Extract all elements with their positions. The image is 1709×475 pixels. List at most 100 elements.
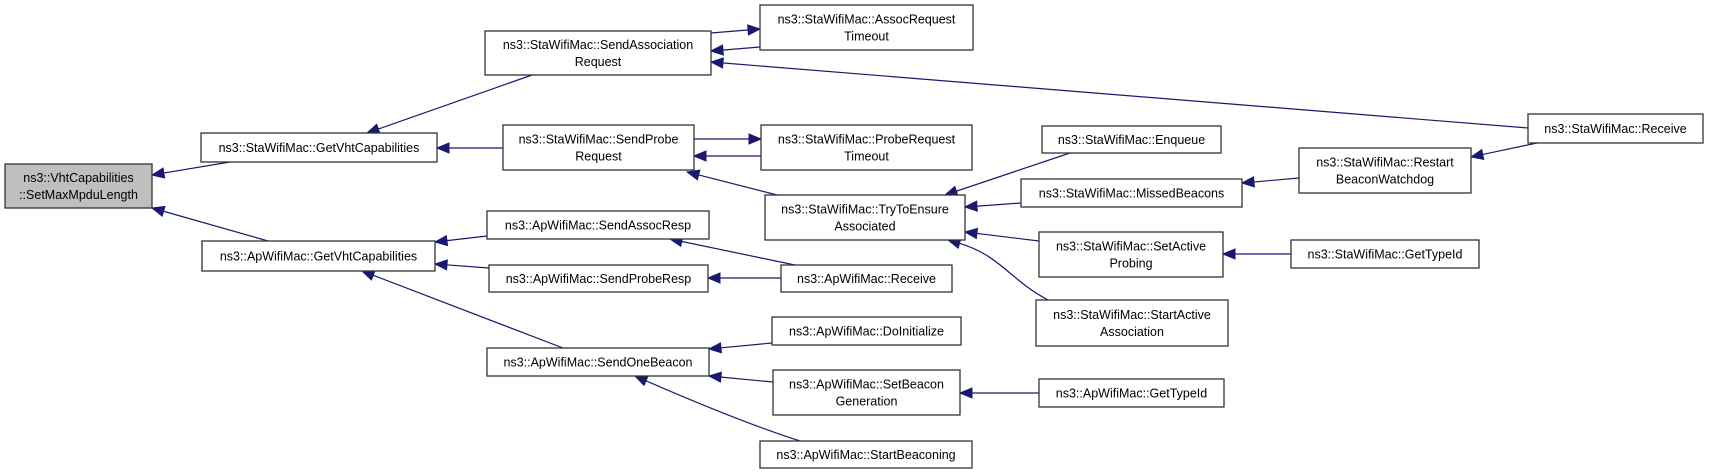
edge-line bbox=[719, 342, 773, 349]
node-box[interactable] bbox=[484, 30, 712, 76]
arrowhead-icon bbox=[748, 133, 763, 145]
node-label: ns3::StaWifiMac::GetVhtCapabilities bbox=[219, 141, 420, 155]
node-label: ns3::VhtCapabilities bbox=[23, 171, 133, 185]
arrowhead-icon bbox=[1240, 176, 1255, 188]
node-label: ns3::StaWifiMac::ProbeRequest bbox=[778, 133, 956, 147]
arrowhead-icon bbox=[709, 44, 724, 56]
node-label: ns3::StaWifiMac::SetActive bbox=[1056, 240, 1206, 254]
node-label: ns3::StaWifiMac::Receive bbox=[1544, 122, 1686, 136]
edge-sta_setactive-to-sta_trytoensure bbox=[963, 227, 1040, 242]
node-label: ns3::StaWifiMac::AssocRequest bbox=[778, 13, 956, 27]
arrowhead-icon bbox=[709, 57, 724, 69]
node-box[interactable] bbox=[760, 124, 973, 171]
node-label: ns3::StaWifiMac::GetTypeId bbox=[1308, 248, 1463, 262]
edge-sta_receive-to-sta_restart bbox=[1469, 142, 1538, 161]
node-label: Associated bbox=[834, 220, 895, 234]
function-node-ap-gettypeid[interactable]: ns3::ApWifiMac::GetTypeId bbox=[1038, 378, 1225, 408]
node-box[interactable] bbox=[771, 316, 962, 346]
function-node-ap-startbeaconing[interactable]: ns3::ApWifiMac::StartBeaconing bbox=[759, 440, 973, 469]
edge-ap_getvht-to-root bbox=[150, 205, 269, 242]
node-box[interactable] bbox=[1041, 125, 1222, 154]
edge-line bbox=[1481, 142, 1538, 156]
edge-sta_trytoensure-to-sta_sendprobe bbox=[685, 169, 778, 196]
arrowhead-icon bbox=[707, 342, 722, 354]
node-label: ns3::ApWifiMac::StartBeaconing bbox=[776, 448, 955, 462]
node-box[interactable] bbox=[200, 132, 438, 163]
node-box[interactable] bbox=[1038, 378, 1225, 408]
edge-sta_missed-to-sta_trytoensure bbox=[963, 200, 1022, 212]
node-label: ::SetMaxMpduLength bbox=[19, 188, 138, 202]
function-node-ap-getvht[interactable]: ns3::ApWifiMac::GetVhtCapabilities bbox=[201, 240, 436, 272]
edge-line bbox=[975, 202, 1022, 207]
edge-line bbox=[719, 376, 774, 383]
arrowhead-icon bbox=[706, 272, 721, 284]
arrowhead-icon bbox=[435, 142, 450, 154]
node-label: ns3::StaWifiMac::MissedBeacons bbox=[1039, 187, 1225, 201]
node-box[interactable] bbox=[764, 194, 966, 241]
function-node-sta-gettypeid[interactable]: ns3::StaWifiMac::GetTypeId bbox=[1290, 239, 1480, 269]
arrowhead-icon bbox=[747, 24, 762, 36]
function-node-ap-receive[interactable]: ns3::ApWifiMac::Receive bbox=[780, 264, 953, 293]
node-label: Association bbox=[1100, 325, 1164, 339]
edge-sta_startactive-to-sta_trytoensure bbox=[946, 237, 1049, 301]
edge-sta_sendprobe-to-sta_getvht bbox=[435, 142, 503, 154]
edge-ap_sendproberesp-to-ap_getvht bbox=[433, 259, 490, 271]
nodes-layer: ns3::VhtCapabilities::SetMaxMpduLengthns… bbox=[4, 4, 1704, 469]
node-box[interactable] bbox=[1290, 239, 1480, 269]
edge-ap_doinit-to-ap_sendonebeacon bbox=[707, 342, 773, 354]
node-label: Request bbox=[575, 150, 622, 164]
node-box[interactable] bbox=[1298, 147, 1472, 194]
function-node-sta-receive[interactable]: ns3::StaWifiMac::Receive bbox=[1527, 113, 1704, 144]
node-box[interactable] bbox=[486, 347, 710, 377]
edge-line bbox=[445, 235, 488, 242]
node-box[interactable] bbox=[780, 264, 953, 293]
node-label: ns3::ApWifiMac::SendProbeResp bbox=[506, 272, 692, 286]
node-box[interactable] bbox=[1527, 113, 1704, 144]
edge-line bbox=[445, 264, 490, 269]
edge-sta_sendprobe-to-sta_probetimeout bbox=[694, 133, 763, 145]
node-label: ns3::StaWifiMac::StartActive bbox=[1053, 308, 1211, 322]
node-box[interactable] bbox=[201, 240, 436, 272]
function-node-ap-sendproberesp[interactable]: ns3::ApWifiMac::SendProbeResp bbox=[488, 264, 709, 293]
arrowhead-icon bbox=[150, 167, 166, 179]
arrowhead-icon bbox=[692, 150, 707, 162]
node-box[interactable] bbox=[502, 124, 695, 171]
node-box[interactable] bbox=[488, 264, 709, 293]
node-box[interactable] bbox=[772, 369, 961, 416]
edge-line bbox=[958, 242, 1049, 301]
node-label: Request bbox=[575, 55, 622, 69]
function-node-sta-enqueue[interactable]: ns3::StaWifiMac::Enqueue bbox=[1041, 125, 1222, 154]
node-box[interactable] bbox=[486, 210, 710, 240]
edge-line bbox=[680, 240, 796, 266]
function-node-ap-doinit[interactable]: ns3::ApWifiMac::DoInitialize bbox=[771, 316, 962, 346]
edge-line bbox=[721, 62, 1529, 129]
node-label: ns3::ApWifiMac::SendAssocResp bbox=[505, 219, 691, 233]
function-node-ap-sendassocresp[interactable]: ns3::ApWifiMac::SendAssocResp bbox=[486, 210, 710, 240]
edge-line bbox=[377, 74, 533, 130]
node-box[interactable] bbox=[1038, 231, 1224, 278]
edge-sta_probetimeout-to-sta_sendprobe bbox=[692, 150, 761, 162]
node-box[interactable] bbox=[1020, 178, 1243, 208]
node-box[interactable] bbox=[1035, 299, 1229, 347]
edge-line bbox=[372, 274, 564, 349]
arrowhead-icon bbox=[685, 169, 701, 181]
function-node-ap-sendonebeacon[interactable]: ns3::ApWifiMac::SendOneBeacon bbox=[486, 347, 710, 377]
node-box[interactable] bbox=[759, 440, 973, 469]
function-node-sta-getvht[interactable]: ns3::StaWifiMac::GetVhtCapabilities bbox=[200, 132, 438, 163]
node-box bbox=[4, 163, 153, 209]
node-box[interactable] bbox=[759, 4, 974, 51]
edge-ap_receive-to-ap_sendproberesp bbox=[706, 272, 781, 284]
node-label: ns3::StaWifiMac::SendProbe bbox=[519, 133, 679, 147]
function-node-sta-missed[interactable]: ns3::StaWifiMac::MissedBeacons bbox=[1020, 178, 1243, 208]
root-function-node: ns3::VhtCapabilities::SetMaxMpduLength bbox=[4, 163, 153, 209]
node-label: ns3::StaWifiMac::TryToEnsure bbox=[781, 203, 949, 217]
